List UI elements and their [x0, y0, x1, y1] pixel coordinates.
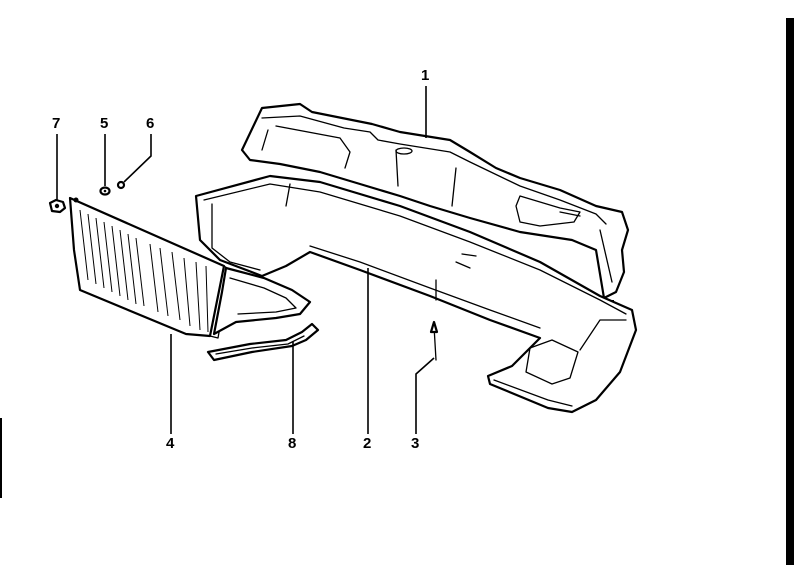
- part-2-base-tray: [194, 174, 638, 414]
- callout-8: 8: [288, 435, 297, 452]
- callout-2: 2: [363, 435, 372, 452]
- part-2-tray-inner-lip: [212, 266, 312, 336]
- callout-4: 4: [166, 435, 175, 452]
- page-edge-bar: [786, 18, 794, 565]
- leader-6: [123, 134, 152, 183]
- part-3-clip: [429, 279, 439, 361]
- part-6-screw: [116, 180, 126, 190]
- part-8-seal-strip: [206, 322, 320, 362]
- callout-5: 5: [100, 115, 109, 132]
- leader-3: [415, 357, 435, 434]
- page-edge-mark: [0, 418, 2, 498]
- callout-7: 7: [52, 115, 61, 132]
- callout-6: 6: [146, 115, 155, 132]
- callout-3: 3: [411, 435, 420, 452]
- part-5-washer: [99, 186, 111, 196]
- callout-1: 1: [421, 67, 430, 84]
- leader-lines: [56, 86, 435, 434]
- part-7-nut: [48, 198, 67, 214]
- panel-hatching: [79, 209, 209, 333]
